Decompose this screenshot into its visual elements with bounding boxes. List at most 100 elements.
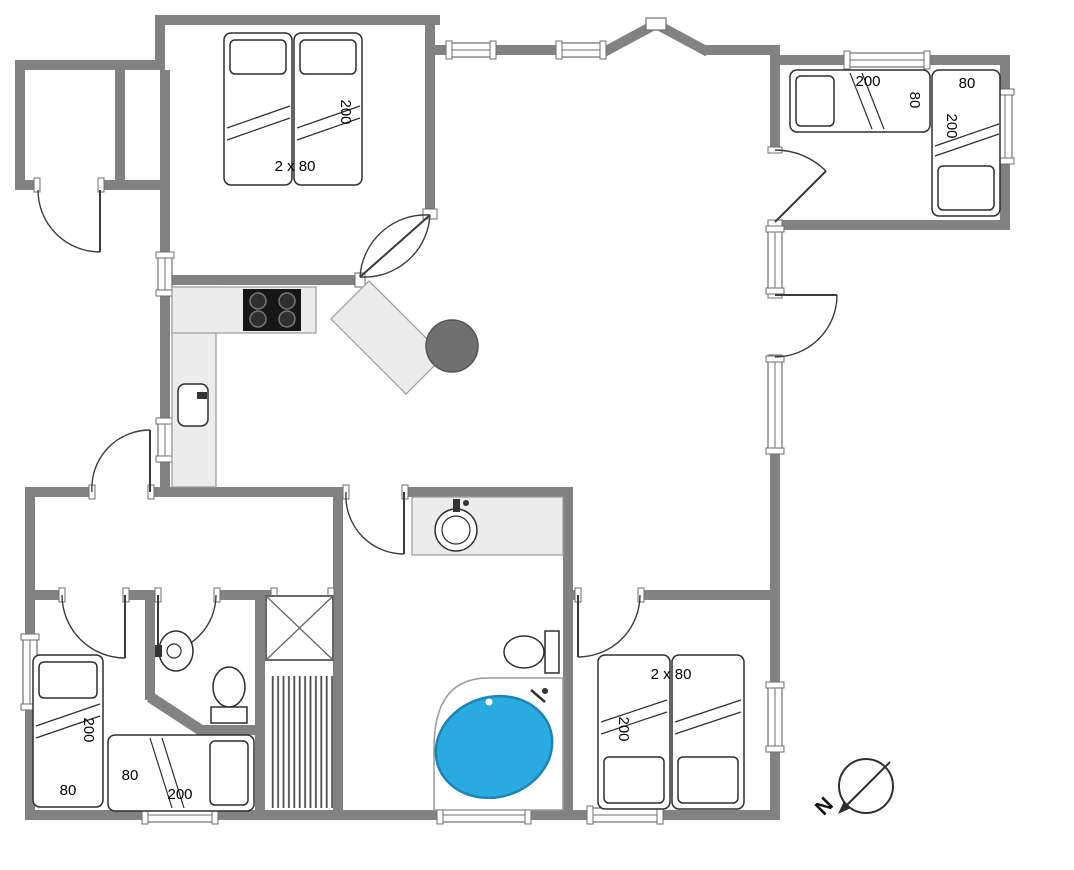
door-bathroom	[345, 491, 405, 555]
wall	[333, 487, 343, 820]
bed-pillow	[937, 165, 995, 211]
bed-fold	[600, 699, 668, 735]
wall	[15, 60, 25, 190]
burner-icon	[278, 310, 296, 328]
bathroom-main	[411, 496, 564, 811]
bed-width-label: 80	[60, 782, 77, 799]
bed-length-label: 200	[337, 99, 354, 124]
wall	[333, 487, 573, 497]
bed-pillow	[603, 756, 665, 804]
door-jamb	[33, 177, 41, 193]
toilet-tank-icon	[544, 630, 560, 674]
burner-icon	[278, 292, 296, 310]
bed-length-label: 200	[855, 73, 880, 90]
bed-pillow	[38, 661, 98, 699]
bed-width-label: 80	[122, 767, 139, 784]
door-jamb	[637, 587, 645, 603]
window	[155, 417, 175, 463]
slatted-bench-icon	[269, 676, 333, 808]
wall	[145, 600, 155, 700]
bed-width-label: 2 x 80	[275, 158, 316, 175]
bed-pillow	[795, 75, 835, 127]
wall	[435, 45, 610, 55]
door-opening	[158, 589, 216, 601]
wall	[255, 590, 265, 820]
wall	[155, 15, 165, 70]
burner-icon	[249, 292, 267, 310]
window	[765, 225, 785, 295]
kitchen-island	[330, 280, 445, 395]
bed-length-label: 200	[167, 786, 192, 803]
bed-fold	[934, 123, 1000, 157]
wall	[25, 590, 265, 600]
door-bedroom-bottom-left	[61, 594, 126, 659]
compass-needle	[846, 761, 891, 806]
wall	[425, 15, 435, 215]
door-bedroom-top-right	[774, 149, 827, 223]
bed-width-label: 2 x 80	[651, 666, 692, 683]
door-jamb	[97, 177, 105, 193]
tub-faucet-knob-icon	[542, 688, 548, 694]
bed-length-label: 200	[615, 716, 632, 741]
window	[765, 681, 785, 753]
door-opening	[346, 486, 404, 498]
bed-fold	[226, 105, 291, 141]
wall	[170, 275, 360, 285]
door-entrance	[37, 189, 101, 253]
bedroom-bottom-left: 200 80 80 200	[32, 654, 255, 812]
bed-fold	[849, 72, 885, 130]
bed-length-label: 200	[80, 717, 97, 742]
bathtub-icon	[434, 694, 554, 800]
bed-fold	[674, 699, 742, 735]
bed-width-label: 80	[906, 92, 923, 109]
wall	[780, 220, 1010, 230]
window	[436, 805, 532, 825]
door-terrace	[774, 294, 838, 358]
kitchen-sink-icon	[177, 383, 209, 427]
windows	[20, 17, 1015, 825]
door-opening	[578, 589, 640, 601]
round-table-icon	[425, 319, 479, 373]
compass-north-label: N	[811, 793, 838, 820]
door-opening	[92, 486, 150, 498]
wall	[563, 487, 573, 820]
wc-room	[155, 630, 248, 724]
door-opening	[62, 589, 125, 601]
doors	[37, 149, 838, 659]
washbasin-drain	[166, 643, 182, 659]
bed-pillow	[209, 740, 249, 806]
door-opening	[769, 150, 781, 222]
wall	[25, 487, 343, 497]
washbasin-icon	[158, 630, 194, 672]
bed-pillow	[299, 39, 357, 75]
toilet-bowl-icon	[212, 666, 246, 708]
wall	[115, 60, 125, 190]
bed-fold	[296, 105, 361, 141]
window	[445, 40, 497, 60]
compass: N	[811, 758, 894, 820]
faucet-icon	[155, 645, 162, 657]
wall	[198, 725, 265, 735]
wall	[563, 590, 780, 600]
bed-fold	[35, 703, 101, 739]
toilet-bowl-icon	[503, 635, 545, 669]
compass-arrow-icon	[838, 801, 851, 814]
door-bedroom-bottom-right	[577, 594, 641, 658]
door-jamb	[213, 587, 221, 603]
door-opening	[38, 179, 100, 191]
tub-drain-icon	[485, 698, 493, 706]
bed-width-label: 80	[959, 75, 976, 92]
shower-cross-icon	[265, 595, 334, 661]
vanity-counter	[411, 496, 564, 556]
window-apex	[645, 17, 667, 31]
faucet-knob-icon	[463, 500, 469, 506]
wall	[15, 60, 165, 70]
bed-pillow	[229, 39, 287, 75]
bedroom-top-right: 200 80 80 200	[789, 69, 1001, 217]
wall-diagonal	[146, 692, 206, 736]
round-sink-icon	[434, 508, 478, 552]
window	[843, 50, 931, 70]
wall	[155, 15, 440, 25]
